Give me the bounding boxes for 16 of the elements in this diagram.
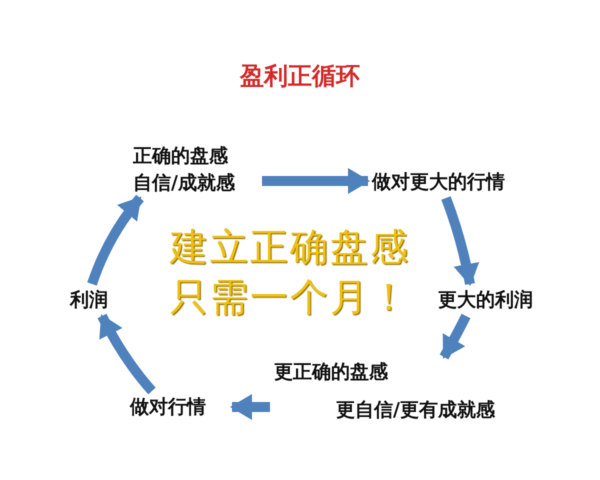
step-text: 利润 [70,288,108,312]
step-text: 做对更大的行情 [372,170,505,194]
title: 盈利正循环 [238,61,361,92]
step-text: 更正确的盘感 [274,360,388,384]
arrow [87,194,144,286]
slogan-text: 建立正确盘感只需一个月！ [170,224,411,321]
step-text: 更大的利润 [438,288,533,312]
arrow [262,168,370,194]
arrow [230,394,270,420]
arrow [441,196,480,286]
arrow [98,314,156,394]
step-text: 更自信/更有成就感 [336,398,495,422]
step-text: 做对行情 [130,395,206,419]
step-text: 正确的盘感 [133,144,228,168]
step-text: 自信/成就感 [133,171,235,195]
arrow [440,314,470,360]
